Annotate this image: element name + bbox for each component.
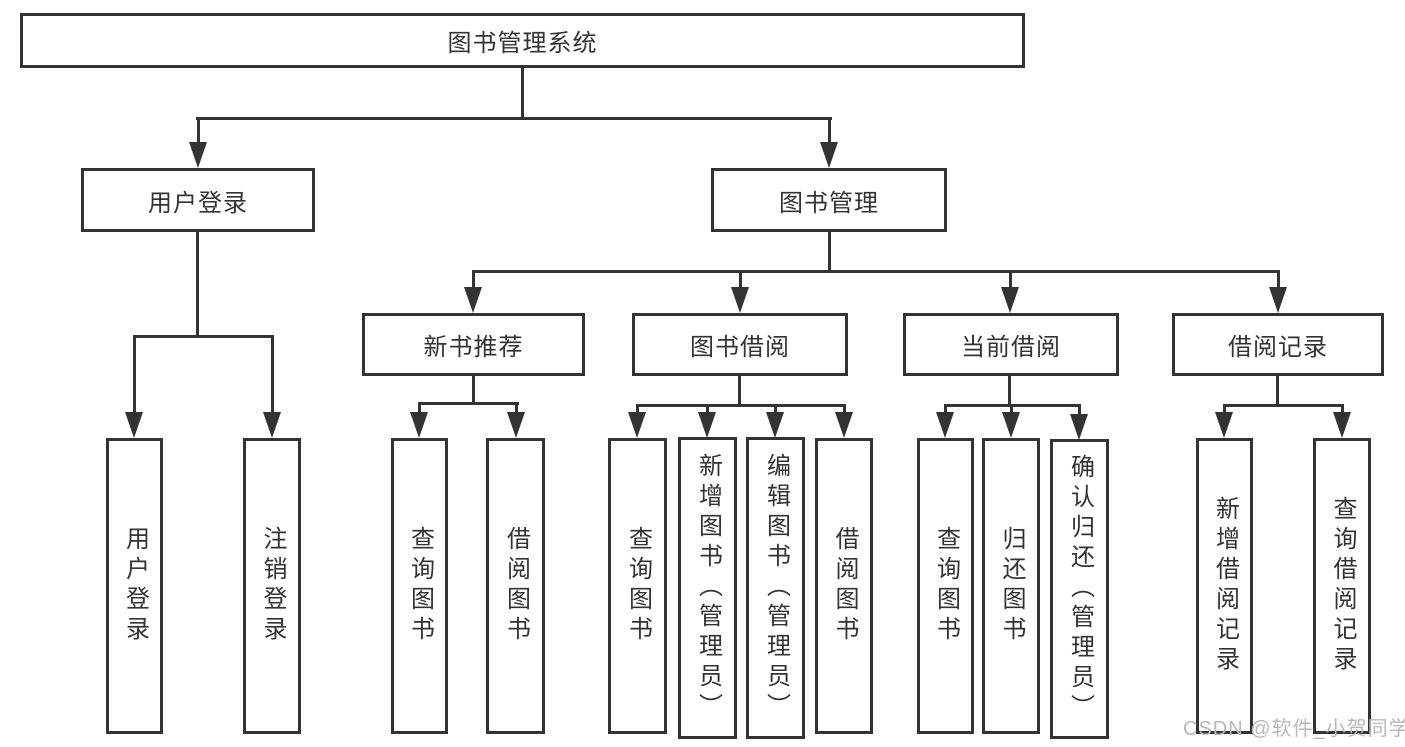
leaf-cb-query-books: 查询图书 xyxy=(917,438,974,734)
arrow-to-rec-borrow xyxy=(507,405,525,438)
connector-book-mgmt-stem xyxy=(828,232,831,273)
arrow-to-br-query xyxy=(1333,407,1351,438)
arrow-to-user-login xyxy=(189,120,207,168)
arrow-to-bb-edit xyxy=(766,407,784,438)
leaf-rec-borrow-books: 借阅图书 xyxy=(486,438,545,734)
connector-br-bar xyxy=(1223,404,1344,407)
arrow-to-cb-confirm xyxy=(1070,407,1088,440)
leaf-bb-edit-books-admin: 编辑图书（管理员） xyxy=(746,437,805,739)
leaf-bb-borrow-books: 借阅图书 xyxy=(815,438,873,734)
leaf-user-login: 用户登录 xyxy=(106,438,163,734)
arrow-to-logout-leaf xyxy=(263,338,281,438)
connector-cb-bar xyxy=(944,404,1081,407)
connector-user-login-stem xyxy=(196,232,199,338)
arrow-to-book-mgmt xyxy=(820,120,838,168)
arrow-to-rec-query xyxy=(410,405,428,438)
connector-bb-stem xyxy=(738,376,741,407)
arrow-to-current-borrow xyxy=(1001,273,1019,313)
connector-br-stem xyxy=(1276,376,1279,407)
leaf-bb-query-books: 查询图书 xyxy=(608,438,667,734)
connector-root-stem xyxy=(521,68,524,120)
connector-level2-bar xyxy=(472,270,1280,273)
leaf-logout: 注销登录 xyxy=(243,438,301,734)
arrow-to-bb-borrow xyxy=(835,407,853,438)
leaf-br-query-record: 查询借阅记录 xyxy=(1313,438,1371,734)
node-book-mgmt: 图书管理 xyxy=(711,168,947,232)
connector-user-login-bar xyxy=(133,335,274,338)
watermark: CSDN @软件_小贺同学 xyxy=(1183,718,1405,740)
node-current-borrow: 当前借阅 xyxy=(903,313,1119,376)
leaf-bb-add-books-admin: 新增图书（管理员） xyxy=(678,437,737,739)
connector-bb-bar xyxy=(636,404,846,407)
connector-cb-stem xyxy=(1008,376,1011,407)
arrow-to-bb-add xyxy=(698,407,716,438)
arrow-to-new-book-rec xyxy=(464,273,482,313)
arrow-to-login-leaf xyxy=(125,338,143,438)
connector-rec-bar xyxy=(418,402,519,405)
connector-level1-bar xyxy=(196,117,832,120)
leaf-cb-return-books: 归还图书 xyxy=(982,438,1040,734)
leaf-rec-query-books: 查询图书 xyxy=(391,438,448,734)
leaf-br-add-record: 新增借阅记录 xyxy=(1196,438,1253,734)
node-root: 图书管理系统 xyxy=(20,13,1025,68)
node-user-login: 用户登录 xyxy=(81,168,315,232)
arrow-to-cb-return xyxy=(1002,407,1020,438)
leaf-cb-confirm-return-admin: 确认归还（管理员） xyxy=(1050,439,1109,739)
node-borrow-record: 借阅记录 xyxy=(1172,313,1384,376)
arrow-to-borrow-record xyxy=(1269,273,1287,313)
node-book-borrow: 图书借阅 xyxy=(632,313,848,376)
node-new-book-rec: 新书推荐 xyxy=(362,313,585,376)
arrow-to-book-borrow xyxy=(731,273,749,313)
connector-rec-stem xyxy=(472,376,475,405)
arrow-to-br-add xyxy=(1215,407,1233,438)
arrow-to-bb-query xyxy=(628,407,646,438)
arrow-to-cb-query xyxy=(936,407,954,438)
